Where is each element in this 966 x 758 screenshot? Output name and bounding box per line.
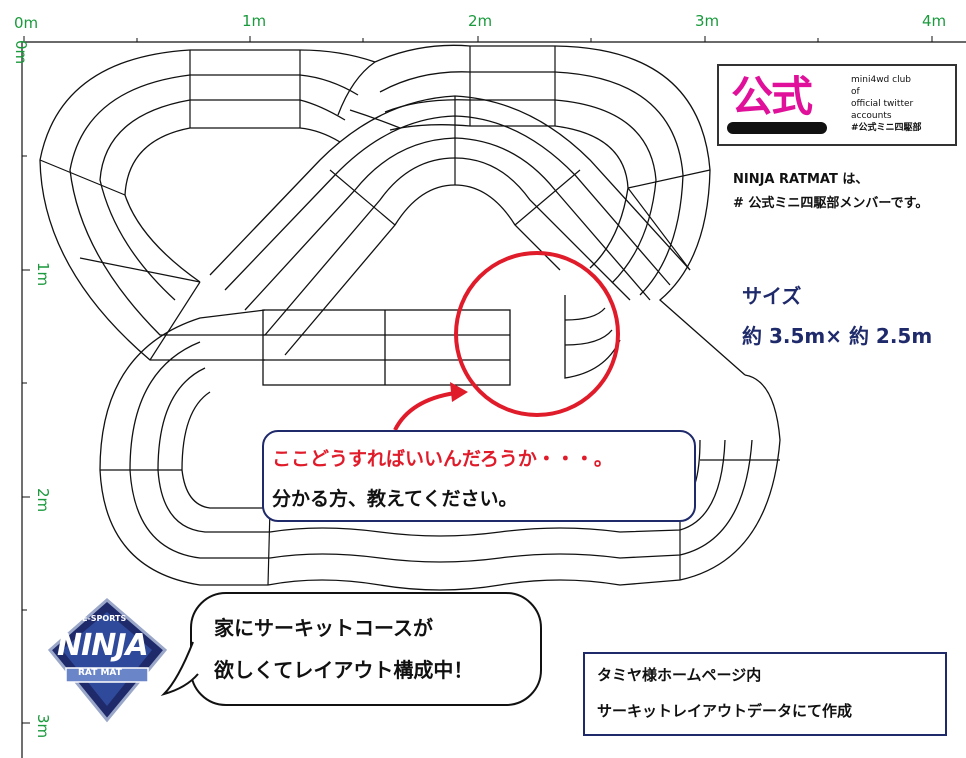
car-icon [727,122,827,134]
size-value: 約 3.5m× 約 2.5m [742,324,933,348]
size-note: サイズ 約 3.5m× 約 2.5m [742,276,932,356]
question-line-2: 分かる方、教えてください。 [272,488,518,510]
upper-left-loop-mid [69,74,359,336]
club-logo-box: 公式 mini4wd club of official twitter acco… [717,64,957,146]
question-line-1: ここどうすればいいんだろうか・・・。 [272,448,613,470]
upper-left-loop-innermost [124,127,341,283]
upper-left-loop-outer [39,49,376,361]
emblem-sub-text: RAT MAT [78,668,122,678]
ruler-left-0m: 0m [12,40,30,65]
upper-right-loop-innermost [389,124,629,269]
pointer-arrow [393,391,456,431]
track [39,44,781,591]
emblem-main-text: NINJA [57,628,149,663]
dead-end-straight-left [262,309,511,386]
source-line-1: タミヤ様ホームページ内 [597,666,762,684]
ruler-top-1m: 1m [242,12,267,30]
ruler-top-3m: 3m [695,12,720,30]
ninja-note-line-2: # 公式ミニ四駆部メンバーです。 [733,196,929,211]
logo-line-3: official twitter [851,99,914,109]
upper-right-loop-mid [379,71,684,296]
ninja-note-line-1: NINJA RATMAT は、 [733,172,869,187]
ruler-left-3m: 3m [34,714,52,739]
ninja-ratmat-emblem [47,598,168,723]
club-logo: 公式 [727,72,831,136]
logo-line-5: #公式ミニ四駆部 [851,123,922,133]
upper-right-loop-inner [384,99,657,284]
club-logo-mark: 公式 [731,72,813,121]
logo-line-4: accounts [851,111,892,121]
upper-right-loop-outer [374,44,746,376]
emblem-top-text: E-SPORTS [82,614,127,623]
logo-line-2: of [851,87,860,97]
size-title: サイズ [742,284,802,308]
ruler-top-4m: 4m [922,12,947,30]
source-line-2: サーキットレイアウトデータにて作成 [597,702,853,720]
speech-bubble: 家にサーキットコースが 欲しくてレイアウト構成中！ [190,592,542,706]
bubble-line-2: 欲しくてレイアウト構成中！ [214,658,474,682]
problem-area-circle [454,251,620,417]
ruler-left-1m: 1m [34,262,52,287]
speech-bubble-tail [160,641,199,696]
upper-left-loop-inner [99,99,346,301]
ruler-left-2m: 2m [34,488,52,513]
ruler [21,36,966,758]
logo-line-1: mini4wd club [851,75,911,85]
arrow-head [450,382,468,402]
question-box: ここどうすればいいんだろうか・・・。 分かる方、教えてください。 [262,430,696,522]
ruler-top-0m: 0m [14,14,39,32]
ninja-note: NINJA RATMAT は、 # 公式ミニ四駆部メンバーです。 [733,168,928,216]
ruler-top-2m: 2m [468,12,493,30]
source-box: タミヤ様ホームページ内 サーキットレイアウトデータにて作成 [583,652,947,736]
bubble-line-1: 家にサーキットコースが [214,616,433,640]
center-diamond-mid [244,137,651,311]
center-diamond-outer [264,157,631,336]
